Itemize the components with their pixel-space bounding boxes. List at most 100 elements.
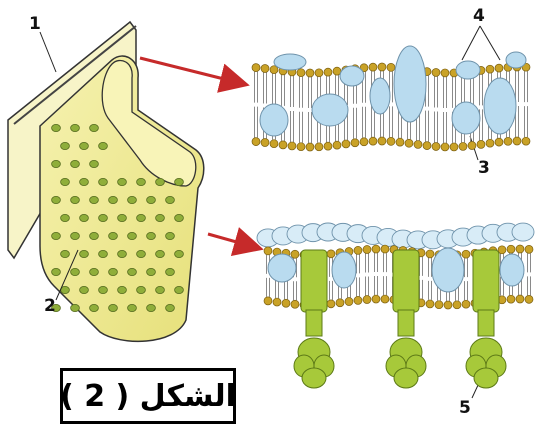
lipid-bilayer-bottom (257, 223, 534, 388)
lipid-head (354, 246, 362, 254)
lipid-head (336, 299, 344, 307)
membrane-particle (90, 268, 99, 275)
membrane-particle (137, 178, 146, 185)
membrane-particle (156, 286, 165, 293)
lipid-head (381, 295, 389, 303)
lipid-head (261, 65, 269, 73)
lipid-head (282, 299, 290, 307)
membrane-particle (80, 142, 89, 149)
lipid-head (270, 140, 278, 148)
membrane-particle (128, 196, 137, 203)
lipid-head (450, 143, 458, 151)
membrane-particle (147, 232, 156, 239)
membrane-protein (394, 46, 426, 122)
label-5: 5 (459, 398, 471, 418)
protein-top-layer (512, 223, 534, 241)
lipid-head (468, 142, 476, 150)
membrane-protein (312, 94, 348, 126)
label-3: 3 (478, 158, 490, 178)
lipid-head (486, 65, 494, 73)
membrane-particle (71, 304, 80, 311)
lipid-head (291, 250, 299, 258)
membrane-particle (71, 196, 80, 203)
membrane-particle (166, 268, 175, 275)
membrane-particle (147, 304, 156, 311)
membrane-particle (118, 214, 127, 221)
membrane-particle (80, 286, 89, 293)
lipid-head (486, 139, 494, 147)
lipid-head (381, 245, 389, 253)
membrane-particle (90, 124, 99, 131)
membrane-particle (71, 160, 80, 167)
lipid-head (306, 143, 314, 151)
lipid-head (387, 137, 395, 145)
lipid-head (345, 298, 353, 306)
leader-4a (462, 26, 480, 60)
lipid-head (435, 301, 443, 309)
lipid-head (459, 142, 467, 150)
lipid-head (378, 137, 386, 145)
lipid-head (432, 68, 440, 76)
leader-4b (480, 26, 500, 60)
lipid-head (297, 69, 305, 77)
label-1: 1 (29, 14, 41, 34)
membrane-particle (61, 250, 70, 257)
lipid-head (426, 250, 434, 258)
membrane-particle (71, 232, 80, 239)
lipid-head (522, 137, 530, 145)
lipid-head (288, 142, 296, 150)
membrane-particle (109, 304, 118, 311)
membrane-particle (61, 214, 70, 221)
membrane-particle (118, 178, 127, 185)
membrane-particle (90, 304, 99, 311)
membrane-particle (80, 178, 89, 185)
lipid-head (327, 250, 335, 258)
membrane-particle (166, 232, 175, 239)
membrane-particle (137, 214, 146, 221)
membrane-protein (370, 78, 390, 114)
lipid-head (387, 63, 395, 71)
lipid-head (423, 142, 431, 150)
lipid-head (261, 139, 269, 147)
lipid-head (372, 245, 380, 253)
membrane-particle (80, 250, 89, 257)
lipid-head (513, 137, 521, 145)
lipid-head (432, 142, 440, 150)
lipid-head (504, 137, 512, 145)
membrane-particle (52, 268, 61, 275)
membrane-particle (137, 250, 146, 257)
lipid-head (462, 250, 470, 258)
lipid-head (252, 64, 260, 72)
membrane-particle (147, 196, 156, 203)
membrane-protein (340, 66, 364, 86)
lipid-head (405, 139, 413, 147)
membrane-particle (156, 214, 165, 221)
lipid-head (273, 298, 281, 306)
label-4: 4 (473, 6, 485, 26)
lipid-head (252, 138, 260, 146)
atp-synthase-stalk (473, 250, 499, 312)
lipid-head (414, 140, 422, 148)
lipid-head (279, 141, 287, 149)
membrane-particle (128, 268, 137, 275)
membrane-particle (156, 250, 165, 257)
atp-synthase-head (474, 368, 498, 388)
lipid-head (444, 301, 452, 309)
membrane-particle (71, 268, 80, 275)
atp-synthase-head (302, 368, 326, 388)
lipid-head (360, 138, 368, 146)
membrane-particle (52, 196, 61, 203)
membrane-particle (90, 196, 99, 203)
membrane-fold (8, 22, 204, 341)
membrane-particle (90, 232, 99, 239)
lipid-head (306, 69, 314, 77)
membrane-protein (432, 248, 464, 292)
lipid-head (291, 300, 299, 308)
membrane-particle (137, 286, 146, 293)
membrane-particle (128, 232, 137, 239)
membrane-particle (109, 268, 118, 275)
membrane-particle (99, 178, 108, 185)
membrane-protein (500, 254, 524, 286)
membrane-particle (71, 124, 80, 131)
